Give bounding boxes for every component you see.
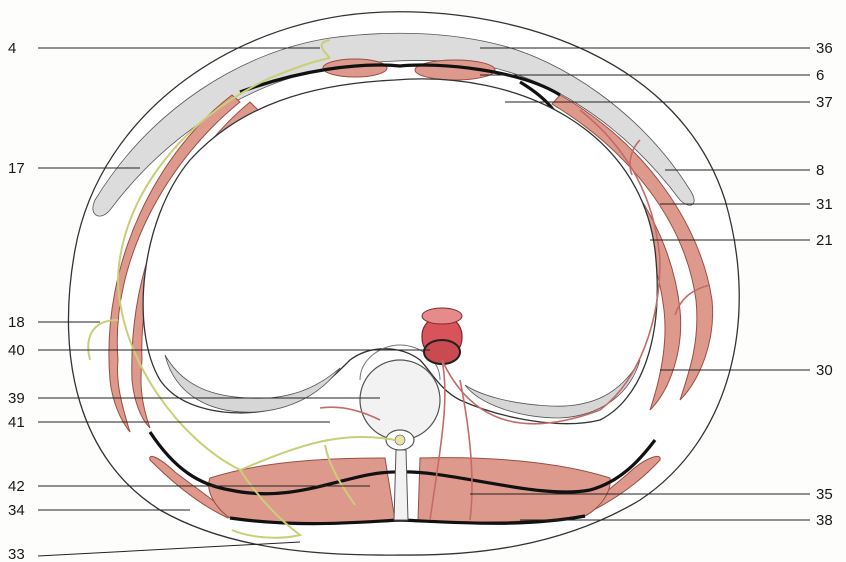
label-8: 8: [816, 162, 824, 179]
label-4: 4: [8, 40, 16, 57]
label-18: 18: [8, 314, 25, 331]
label-41: 41: [8, 414, 25, 431]
label-36: 36: [816, 40, 833, 57]
label-38: 38: [816, 512, 833, 529]
label-17: 17: [8, 160, 25, 177]
label-30: 30: [816, 362, 833, 379]
left-labels: 4 17 18 40 39 41 42 34 33: [8, 40, 25, 562]
label-42: 42: [8, 478, 25, 495]
label-31: 31: [816, 196, 833, 213]
label-37: 37: [816, 94, 833, 111]
label-21: 21: [816, 232, 833, 249]
label-33: 33: [8, 546, 25, 562]
label-34: 34: [8, 502, 25, 519]
label-39: 39: [8, 390, 25, 407]
label-35: 35: [816, 486, 833, 503]
label-6: 6: [816, 67, 824, 84]
aorta: [422, 308, 462, 364]
right-labels: 36 6 37 8 31 21 30 35 38: [816, 40, 833, 529]
label-40: 40: [8, 342, 25, 359]
